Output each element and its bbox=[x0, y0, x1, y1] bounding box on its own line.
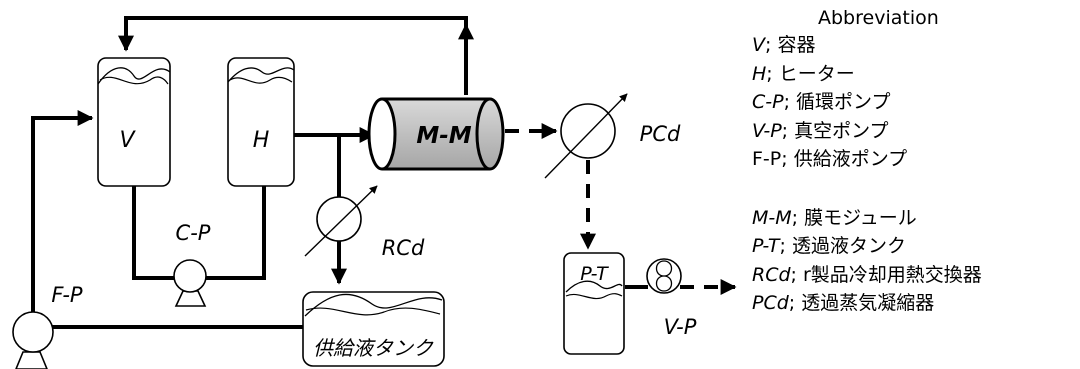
legend-item: H; ヒーター bbox=[752, 60, 1077, 89]
product-condenser: RCd bbox=[304, 185, 425, 260]
feed-tank-label: 供給液タンク bbox=[313, 336, 434, 360]
legend-item-key: V bbox=[752, 34, 765, 56]
legend-title: Abbreviation bbox=[818, 7, 939, 29]
legend-item-key: F-P bbox=[752, 148, 782, 170]
heater-h: H bbox=[227, 57, 295, 187]
legend-item: RCd; r製品冷却用熱交換器 bbox=[752, 261, 1077, 290]
permeate-tank-label: P-T bbox=[580, 263, 609, 285]
legend-item: P-T; 透過液タンク bbox=[752, 232, 1077, 261]
legend-item-key: RCd bbox=[752, 263, 791, 286]
product-condenser-label: RCd bbox=[382, 236, 425, 260]
legend-item-text: ; 容器 bbox=[765, 34, 816, 56]
legend-item-text: ; ヒーター bbox=[766, 62, 855, 85]
membrane-module-label: M-M bbox=[416, 123, 471, 149]
feed-pump: F-P bbox=[12, 283, 83, 369]
legend-item-key: P-T bbox=[752, 235, 780, 257]
legend-item: M-M; 膜モジュール bbox=[752, 204, 1077, 233]
legend-item-text: ; 透過液タンク bbox=[779, 235, 906, 257]
vacuum-pump-label: V-P bbox=[664, 315, 697, 339]
vacuum-pump: V-P bbox=[646, 258, 697, 339]
legend-item-key: C-P bbox=[752, 91, 784, 113]
legend-item-text: ; 透過蒸気凝縮器 bbox=[788, 292, 935, 314]
legend-item-key: V-P bbox=[752, 119, 782, 142]
legend-item-key: PCd bbox=[752, 292, 789, 314]
circulation-pump-label: C-P bbox=[176, 221, 211, 245]
feed-tank: 供給液タンク bbox=[302, 291, 445, 367]
membrane-module: M-M bbox=[367, 97, 505, 171]
feed-pump-label: F-P bbox=[51, 283, 83, 307]
vapour-lines bbox=[505, 123, 737, 295]
legend-item: C-P; 循環ポンプ bbox=[752, 88, 1077, 117]
legend-item-key: M-M bbox=[752, 206, 792, 229]
legend-item: F-P; 供給液ポンプ bbox=[752, 145, 1077, 174]
vessel-v: V bbox=[97, 57, 171, 187]
vessel-label: V bbox=[119, 128, 136, 153]
heater-label: H bbox=[253, 128, 270, 153]
legend-item: PCd; 透過蒸気凝縮器 bbox=[752, 289, 1077, 318]
legend-item-key: H bbox=[752, 62, 767, 85]
legend-item-text: ; 供給液ポンプ bbox=[781, 148, 908, 170]
permeate-condenser-label: PCd bbox=[640, 122, 681, 146]
permeate-condenser: PCd bbox=[544, 93, 681, 179]
legend-item: V-P; 真空ポンプ bbox=[752, 117, 1077, 146]
legend-item: V; 容器 bbox=[752, 31, 1077, 60]
circulation-pump: C-P bbox=[173, 221, 211, 307]
feed-line bbox=[31, 110, 94, 318]
legend-item-text: ; 真空ポンプ bbox=[781, 119, 889, 142]
legend-item-text: ; r製品冷却用熱交換器 bbox=[790, 263, 982, 286]
legend-item-text: ; 循環ポンプ bbox=[783, 91, 891, 113]
permeate-tank: P-T bbox=[563, 252, 625, 355]
recycle-line bbox=[118, 16, 468, 95]
legend-item-text: ; 膜モジュール bbox=[791, 206, 917, 229]
